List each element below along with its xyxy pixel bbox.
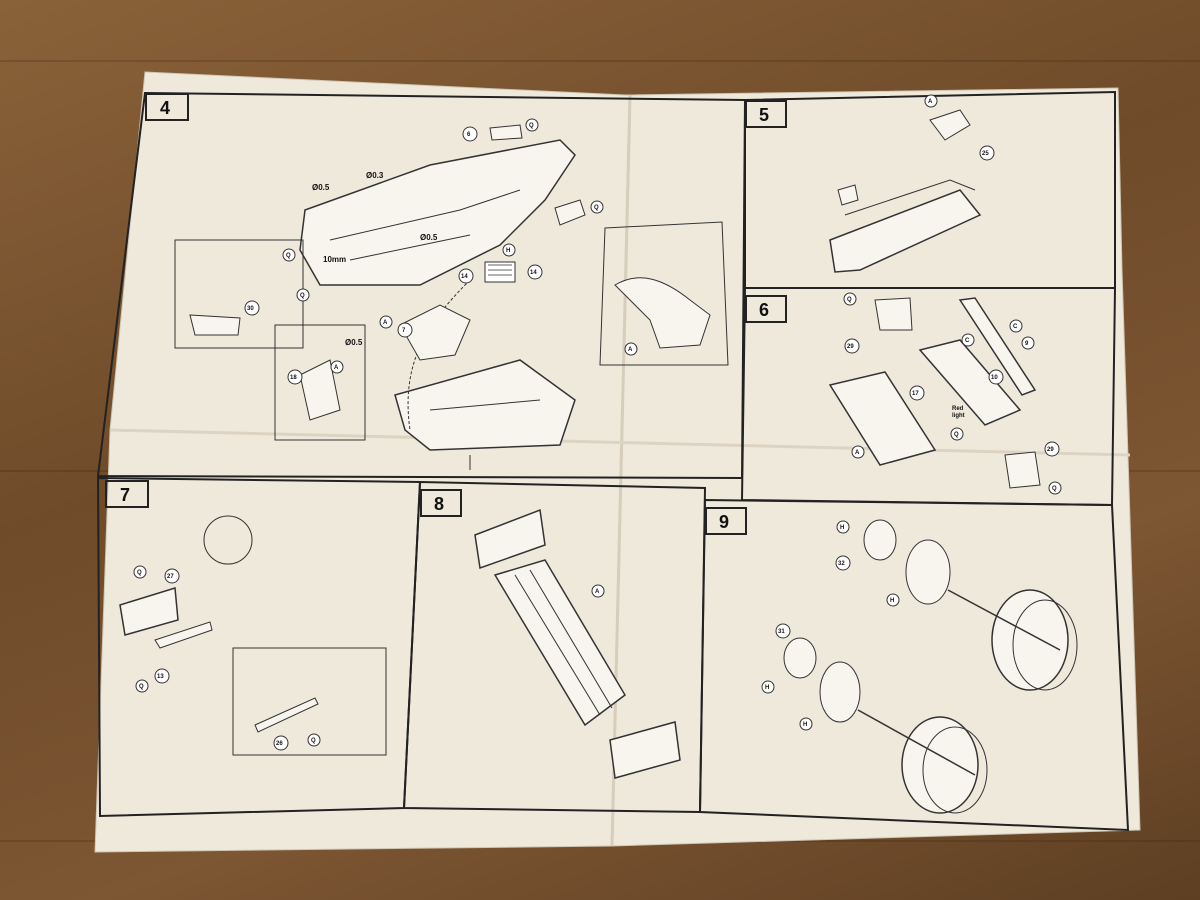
- part-number: 7: [402, 328, 406, 334]
- tire: [901, 716, 979, 814]
- wheel-hub: [863, 519, 897, 561]
- sprue-letter: Q: [137, 570, 142, 576]
- step-number: 5: [759, 105, 769, 125]
- sprue-letter: A: [595, 589, 600, 595]
- part-number: 14: [461, 274, 468, 280]
- tire: [991, 589, 1069, 691]
- part-number: 13: [157, 674, 164, 680]
- sprue-letter: A: [334, 365, 339, 371]
- diameter-label: Ø0.3: [366, 171, 384, 180]
- step-number: 9: [719, 512, 729, 532]
- floor-part: [493, 559, 626, 727]
- sprue-letter: A: [628, 347, 633, 353]
- wood-grain: [0, 60, 1200, 62]
- diameter-label: Ø0.5: [312, 183, 330, 192]
- sprue-letter: H: [890, 598, 894, 604]
- sprue-letter: A: [928, 99, 933, 105]
- sprue-letter: Q: [954, 432, 959, 438]
- panel-part: [119, 587, 179, 636]
- step-number: 8: [434, 494, 444, 514]
- sprue-letter: Q: [300, 293, 305, 299]
- panel-step-9: 9 H 32 H 31 H H: [698, 498, 1130, 832]
- diameter-label: Ø0.5: [420, 233, 438, 242]
- sprue-letter: Q: [847, 297, 852, 303]
- floor-part: [828, 371, 937, 466]
- part-number: 29: [1047, 447, 1054, 453]
- panel-step-4: 4 Ø0.5 Ø0.3 Ø0.5 Ø0.5: [96, 91, 747, 480]
- sprue-letter: H: [803, 722, 807, 728]
- sprue-letter: A: [383, 320, 388, 326]
- sprue-letter: C: [1013, 324, 1018, 330]
- panel-step-7: 7 Q 27 13 Q 26 Q: [96, 476, 422, 818]
- red-light-label: Red: [952, 406, 964, 412]
- wheel-hub: [783, 637, 817, 679]
- chassis-part: [829, 189, 982, 273]
- paper: [94, 71, 1141, 853]
- sprue-letter: H: [765, 685, 769, 691]
- inset-box: [599, 221, 729, 366]
- part-number: 30: [247, 306, 254, 312]
- panel-step-8: 8 A: [402, 480, 707, 814]
- part-number: 10: [991, 375, 998, 381]
- sprue-letter: A: [855, 450, 860, 456]
- part-number: 9: [1025, 341, 1029, 347]
- part-number: 26: [276, 741, 283, 747]
- panel-step-6: 6 Q 29 C C 9 10 17 Red light Q A: [740, 287, 1117, 507]
- part-number: 17: [912, 391, 919, 397]
- part-number: 18: [290, 375, 297, 381]
- part-number: 29: [847, 344, 854, 350]
- sprue-letter: Q: [529, 123, 534, 129]
- rim: [905, 539, 951, 605]
- step-number: 6: [759, 300, 769, 320]
- sprue-letter: Q: [139, 684, 144, 690]
- sprue-letter: Q: [286, 253, 291, 259]
- measure-label: 10mm: [323, 255, 346, 264]
- fold-line: [109, 428, 1131, 457]
- diameter-label: Ø0.5: [345, 338, 363, 347]
- part-number: 6: [467, 132, 471, 138]
- step-number: 4: [160, 98, 170, 118]
- sprue-letter: H: [506, 248, 510, 254]
- inset-box: [232, 647, 387, 756]
- part-number: 14: [530, 270, 537, 276]
- inset-box: [274, 324, 366, 441]
- part-number: 25: [982, 151, 989, 157]
- sprue-letter: Q: [594, 205, 599, 211]
- rim: [819, 661, 861, 723]
- part-number: 27: [167, 574, 174, 580]
- panel-step-5: 5 A 25: [744, 90, 1116, 289]
- part-number: 31: [778, 629, 785, 635]
- red-light-label: light: [952, 413, 965, 419]
- step-number: 7: [120, 485, 130, 505]
- sprue-letter: C: [965, 338, 970, 344]
- sprue-letter: Q: [1052, 486, 1057, 492]
- part-number: 32: [838, 561, 845, 567]
- sprue-letter: Q: [311, 738, 316, 744]
- car-body-part: [299, 139, 576, 286]
- fold-line: [610, 94, 632, 847]
- sprue-letter: H: [840, 525, 844, 531]
